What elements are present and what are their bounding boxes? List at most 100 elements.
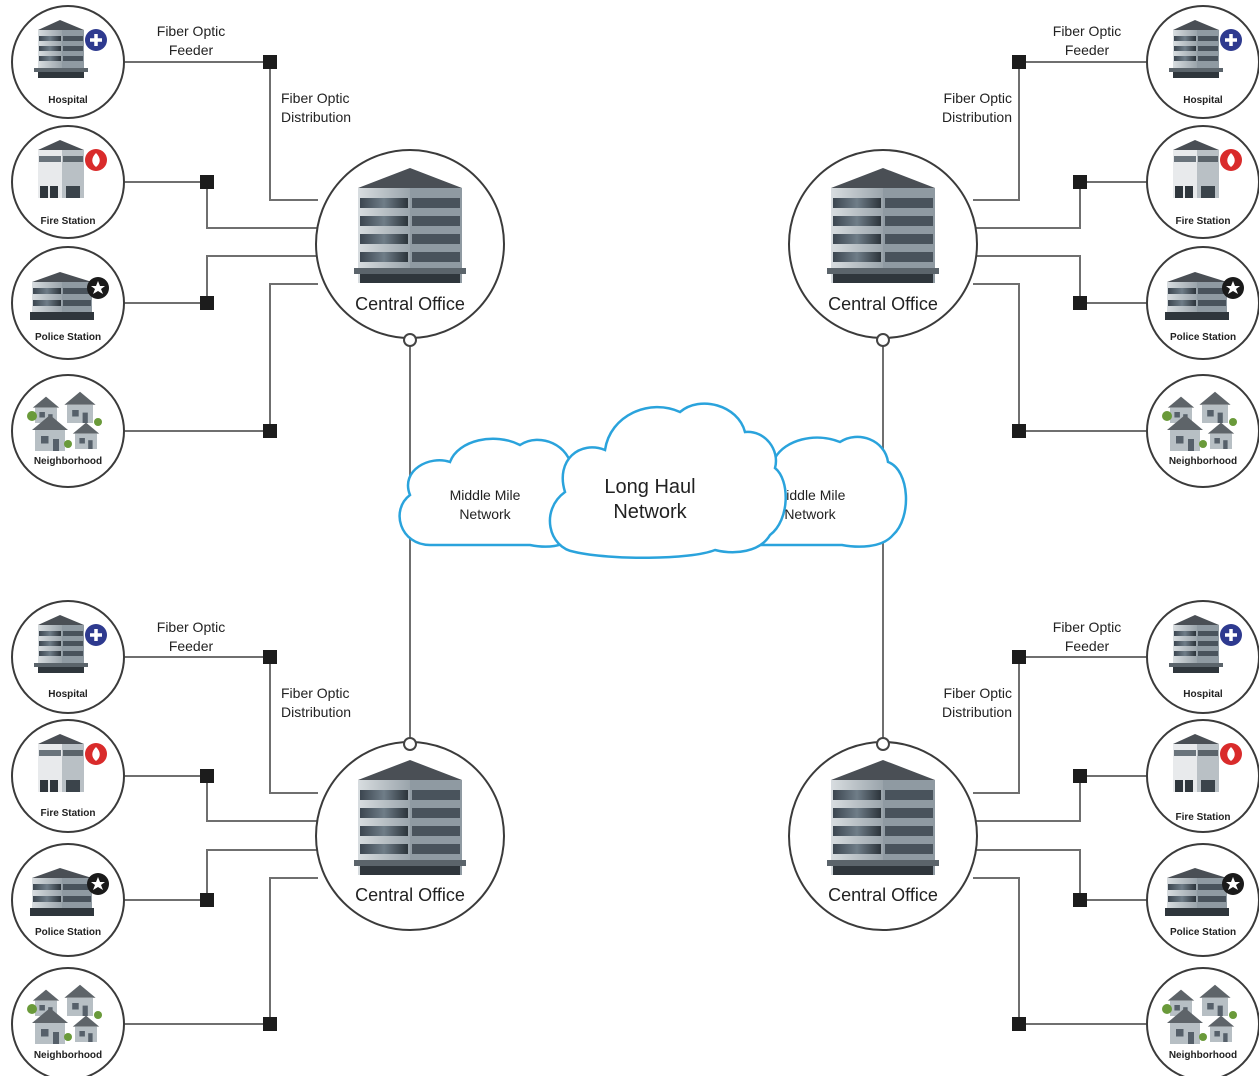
feeder-label-line1: Fiber Optic <box>157 619 225 635</box>
splice-square <box>200 893 214 907</box>
neighborhood-node: Neighborhood <box>1146 967 1259 1076</box>
splice-square <box>1012 1017 1026 1031</box>
neighborhood-label: Neighborhood <box>34 1050 102 1061</box>
central-office-label: Central Office <box>828 294 938 314</box>
feeder-label-line2: Feeder <box>169 42 214 58</box>
quadrant-top-right: Fiber Optic Feeder Fiber Optic Distribut… <box>788 5 1259 488</box>
splice-square <box>200 296 214 310</box>
hospital-node: Hospital <box>1146 5 1259 119</box>
splice-square <box>263 1017 277 1031</box>
central-office: Central Office <box>315 741 505 931</box>
office-building-icon <box>827 760 939 875</box>
distribution-label-line2: Distribution <box>942 109 1012 125</box>
central-office: Central Office <box>788 741 978 931</box>
distribution-label-line1: Fiber Optic <box>281 685 349 701</box>
office-building-icon <box>827 168 939 283</box>
hospital-label: Hospital <box>1183 95 1223 106</box>
police-station-label: Police Station <box>1170 332 1236 343</box>
splice-square <box>263 424 277 438</box>
hospital-node: Hospital <box>11 600 125 714</box>
distribution-label-line1: Fiber Optic <box>281 90 349 106</box>
feeder-label-line2: Feeder <box>1065 638 1110 654</box>
fire-station-building-icon <box>1173 734 1219 792</box>
link-dot <box>403 333 417 347</box>
cloud-center-line1: Long Haul <box>604 476 695 498</box>
neighborhood-label: Neighborhood <box>1169 1050 1237 1061</box>
neighborhood-node: Neighborhood <box>1146 374 1259 488</box>
distribution-label-line1: Fiber Optic <box>944 685 1012 701</box>
fire-station-node: Fire Station <box>1146 719 1259 833</box>
central-office-label: Central Office <box>355 294 465 314</box>
quadrant-bottom-right: Fiber Optic Feeder Fiber Optic Distribut… <box>788 600 1259 1076</box>
hospital-label: Hospital <box>1183 689 1223 700</box>
hospital-node: Hospital <box>1146 600 1259 714</box>
cloud-right-line1: Middle Mile <box>775 487 846 503</box>
cloud-center-line2: Network <box>613 501 687 523</box>
splice-square <box>1073 296 1087 310</box>
feeder-label-line2: Feeder <box>1065 42 1110 58</box>
quadrant-top-left: Fiber Optic Feeder Fiber Optic Distribut… <box>11 5 505 488</box>
neighborhood-label: Neighborhood <box>1169 456 1237 467</box>
fire-station-label: Fire Station <box>40 808 95 819</box>
police-station-label: Police Station <box>35 332 101 343</box>
cloud-right-line2: Network <box>784 506 836 522</box>
neighborhood-label: Neighborhood <box>34 456 102 467</box>
feeder-label-line1: Fiber Optic <box>1053 23 1121 39</box>
hospital-label: Hospital <box>48 689 88 700</box>
distribution-label-line2: Distribution <box>942 704 1012 720</box>
office-building-icon <box>354 168 466 283</box>
fire-station-node: Fire Station <box>1146 125 1259 239</box>
cloud-long-haul: Long Haul Network <box>548 402 787 559</box>
police-station-node: Police Station <box>11 246 125 360</box>
distribution-label-line1: Fiber Optic <box>944 90 1012 106</box>
office-building-icon <box>354 760 466 875</box>
police-station-label: Police Station <box>35 927 101 938</box>
splice-square <box>1073 769 1087 783</box>
splice-square <box>263 650 277 664</box>
fire-station-label: Fire Station <box>1175 812 1230 823</box>
neighborhood-node: Neighborhood <box>11 967 125 1076</box>
central-office-label: Central Office <box>355 885 465 905</box>
splice-square <box>1012 55 1026 69</box>
hospital-building-icon <box>1169 20 1223 78</box>
cloud-left-line2: Network <box>459 506 511 522</box>
quadrant-bottom-left: Fiber Optic Feeder Fiber Optic Distribut… <box>11 600 505 1076</box>
splice-square <box>1073 175 1087 189</box>
feeder-label-line1: Fiber Optic <box>1053 619 1121 635</box>
splice-square <box>1073 893 1087 907</box>
fire-station-building-icon <box>38 734 84 792</box>
hospital-building-icon <box>34 20 88 78</box>
feeder-label-line2: Feeder <box>169 638 214 654</box>
feeder-label-line1: Fiber Optic <box>157 23 225 39</box>
splice-square <box>200 175 214 189</box>
fire-station-building-icon <box>38 140 84 198</box>
police-station-node: Police Station <box>1146 246 1259 360</box>
central-office: Central Office <box>788 149 978 339</box>
hospital-label: Hospital <box>48 95 88 106</box>
hospital-building-icon <box>34 615 88 673</box>
fire-station-node: Fire Station <box>11 125 125 239</box>
police-station-node: Police Station <box>11 843 125 957</box>
splice-square <box>1012 424 1026 438</box>
distribution-label-line2: Distribution <box>281 704 351 720</box>
fire-station-label: Fire Station <box>40 216 95 227</box>
central-office-label: Central Office <box>828 885 938 905</box>
hospital-building-icon <box>1169 615 1223 673</box>
hospital-node: Hospital <box>11 5 125 119</box>
link-dot <box>876 333 890 347</box>
neighborhood-node: Neighborhood <box>11 374 125 488</box>
link-dot <box>403 737 417 751</box>
distribution-label-line2: Distribution <box>281 109 351 125</box>
fire-station-node: Fire Station <box>11 719 125 833</box>
police-station-node: Police Station <box>1146 843 1259 957</box>
central-office: Central Office <box>315 149 505 339</box>
police-station-label: Police Station <box>1170 927 1236 938</box>
splice-square <box>200 769 214 783</box>
splice-square <box>1012 650 1026 664</box>
fire-station-label: Fire Station <box>1175 216 1230 227</box>
fire-station-building-icon <box>1173 140 1219 198</box>
cloud-left-line1: Middle Mile <box>450 487 521 503</box>
link-dot <box>876 737 890 751</box>
splice-square <box>263 55 277 69</box>
